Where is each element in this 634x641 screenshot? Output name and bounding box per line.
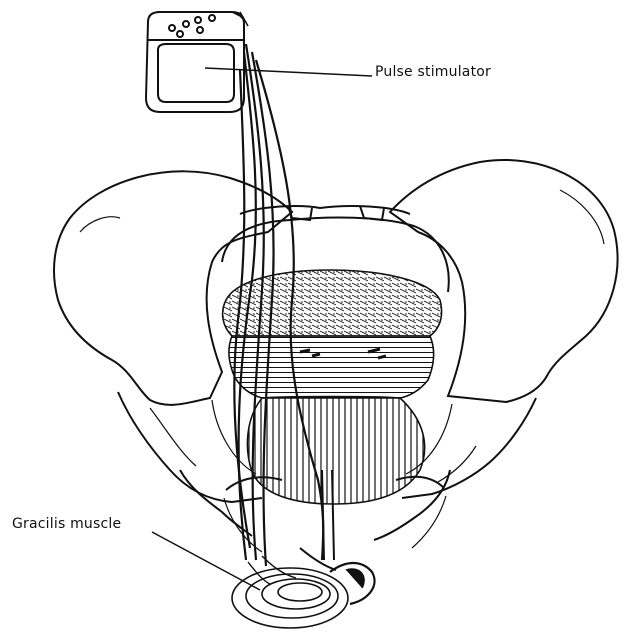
gracilis-muscle: [232, 548, 375, 628]
pulse-stimulator-device: [146, 12, 248, 112]
pulse-stimulator-label: Pulse stimulator: [375, 64, 491, 80]
pulse-stimulator-pointer: [205, 68, 372, 76]
gracilis-muscle-label: Gracilis muscle: [12, 516, 121, 532]
